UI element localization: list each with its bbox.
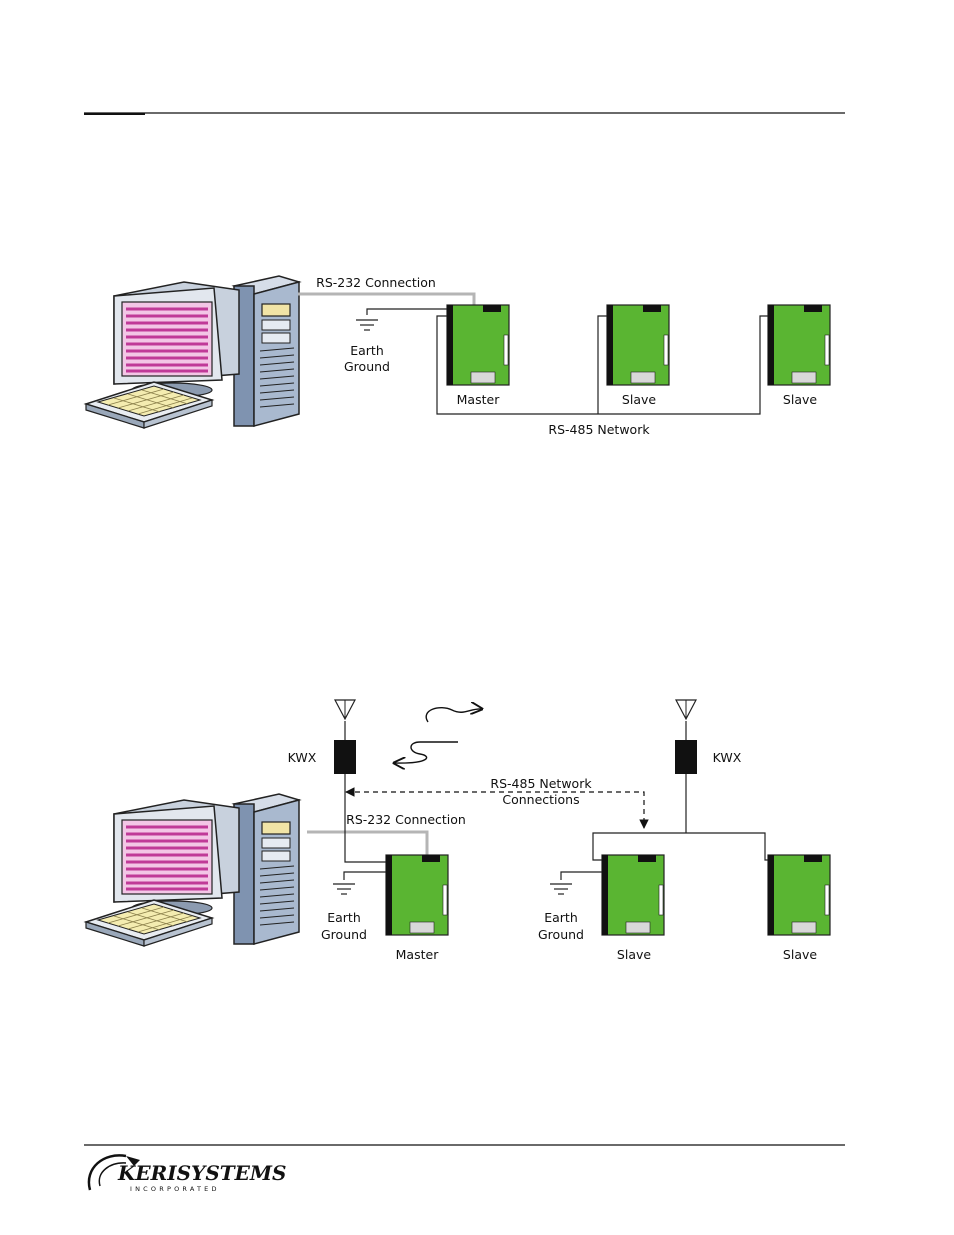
- rs485-label: RS-485 Network: [548, 422, 650, 437]
- company-logo: KERISYSTEMS INCORPORATED: [87, 1154, 286, 1193]
- earth-ground-icon: [332, 883, 356, 895]
- ground-label-line2: Ground: [344, 359, 390, 374]
- ground-right-line1: Earth: [544, 910, 578, 925]
- master-board-icon: [446, 304, 510, 386]
- kwx-master-wire: [344, 774, 388, 863]
- ground-left-line2: Ground: [321, 927, 367, 942]
- slave-board-icon: [601, 854, 665, 936]
- rs232-cable: [298, 292, 476, 306]
- master-board-icon: [385, 854, 449, 936]
- slave-bus: [592, 832, 770, 861]
- slave-board-icon: [767, 304, 831, 386]
- rs485-label-line2: Connections: [502, 792, 579, 807]
- antenna-icon: [334, 699, 356, 740]
- controller-label-slave: Slave: [783, 392, 817, 407]
- ground-wire: [560, 871, 603, 880]
- kwx-radio-icon: [334, 740, 356, 774]
- ground-right-line2: Ground: [538, 927, 584, 942]
- ground-wire: [343, 871, 388, 880]
- ground-left-line1: Earth: [327, 910, 361, 925]
- kwx-radio-icon: [675, 740, 697, 774]
- rs485-dashed-link: [345, 787, 649, 829]
- logo-main-text: KERISYSTEMS: [117, 1161, 286, 1185]
- controller-label-master: Master: [457, 392, 501, 407]
- rs232-label: RS-232 Connection: [316, 275, 436, 290]
- wireless-signal-arrow: [394, 741, 458, 763]
- rs232-cable: [307, 830, 429, 856]
- kwx-right-label: KWX: [713, 750, 742, 765]
- controller-label-slave: Slave: [622, 392, 656, 407]
- rs232-label: RS-232 Connection: [346, 812, 466, 827]
- antenna-icon: [675, 699, 697, 740]
- diagram-wired-network: RS-232 Connection Earth Ground RS-485 Ne…: [84, 274, 831, 437]
- rs485-label-line1: RS-485 Network: [490, 776, 592, 791]
- earth-ground-icon: [549, 883, 573, 895]
- wireless-signal-arrow: [425, 708, 482, 723]
- slave-board-icon: [606, 304, 670, 386]
- slave-board-icon: [767, 854, 831, 936]
- controller-label-master: Master: [396, 947, 440, 962]
- diagram-wireless-network: KWX KWX RS-485 Network Connections RS-23…: [84, 699, 831, 962]
- earth-ground-icon: [355, 319, 379, 331]
- ground-wire: [366, 308, 448, 315]
- logo-sub-text: INCORPORATED: [130, 1185, 220, 1193]
- rs485-drop: [597, 315, 608, 414]
- kwx-left-label: KWX: [288, 750, 317, 765]
- ground-label-line1: Earth: [350, 343, 384, 358]
- workstation-icon: [84, 274, 301, 430]
- controller-label-slave: Slave: [617, 947, 651, 962]
- controller-label-slave: Slave: [783, 947, 817, 962]
- workstation-icon: [84, 792, 301, 948]
